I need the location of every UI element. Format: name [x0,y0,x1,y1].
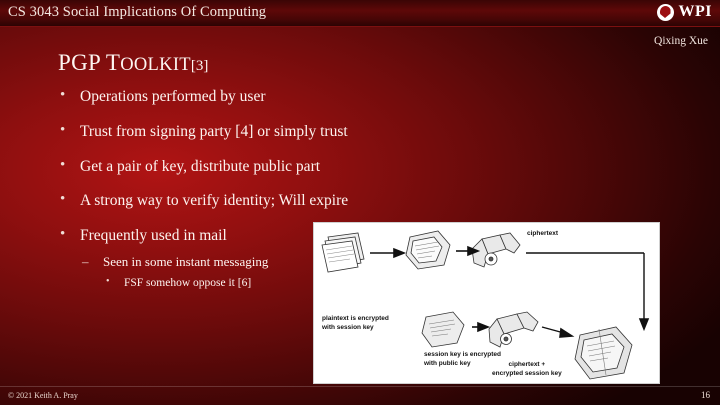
wpi-logo-text: WPI [678,3,712,20]
page-title-main: PGP TOOLKIT [58,50,191,75]
page-title-reference: [3] [190,58,209,74]
footer-divider [0,386,720,387]
bullet-item: Frequently used in mail [58,226,488,245]
bullet-item: Get a pair of key, distribute public par… [58,157,488,176]
copyright-notice: © 2021 Keith A. Pray [8,391,78,400]
sub-bullet-item: Seen in some instant messaging [58,254,488,270]
figure-label-session-key: session key is encrypted with public key [424,351,501,367]
bullet-item: Operations performed by user [58,87,488,106]
wpi-shield-seal-icon [656,3,674,21]
page-title: PGP TOOLKIT[3] [58,50,208,76]
course-title: CS 3043 Social Implications Of Computing [8,4,267,20]
bullet-list: Operations performed by user Trust from … [58,87,488,300]
figure-label-combined: ciphertext + encrypted session key [492,361,562,377]
bullet-item: Trust from signing party [4] or simply t… [58,122,488,141]
diagram-graphics [321,230,650,380]
figure-label-plaintext: plaintext is encrypted with session key [322,315,389,331]
bullet-item: A strong way to verify identity; Will ex… [58,191,488,210]
slide-header-bar: CS 3043 Social Implications Of Computing… [0,0,720,27]
page-number: 16 [701,390,710,400]
sub-sub-bullet-item: FSF somehow oppose it [6] [58,276,488,290]
pgp-encryption-diagram: plaintext is encrypted with session key … [313,222,660,384]
figure-label-ciphertext: ciphertext [527,230,559,237]
wpi-logo: WPI [656,3,713,21]
author-name: Qixing Xue [654,35,708,47]
